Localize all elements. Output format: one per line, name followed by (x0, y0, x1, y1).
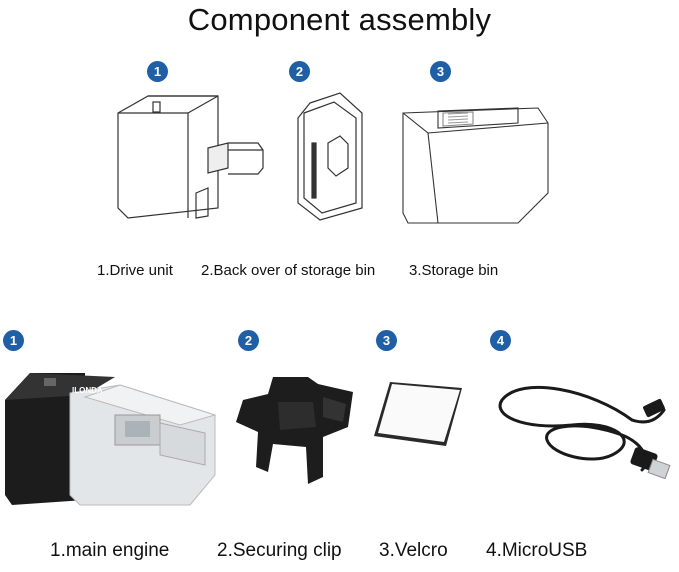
back-cover-drawing (297, 92, 363, 221)
caption-drive-unit: 1.Drive unit (97, 262, 173, 279)
drive-unit-drawing (117, 95, 264, 219)
caption-microusb: 4.MicroUSB (486, 540, 588, 561)
storage-bin-drawing (402, 107, 549, 224)
caption-storage-bin: 3.Storage bin (409, 262, 499, 279)
main-engine-photo: ILONDA (5, 373, 217, 506)
caption-securing-clip: 2.Securing clip (217, 540, 342, 561)
item-marker-2: 2 (238, 330, 259, 351)
item-marker-1: 1 (3, 330, 24, 351)
page-title: Component assembly (187, 2, 492, 37)
caption-back-cover: 2.Back over of storage bin (201, 262, 376, 279)
step-marker-2: 2 (289, 61, 310, 82)
item-marker-4: 4 (490, 330, 511, 351)
caption-velcro: 3.Velcro (379, 540, 448, 561)
step-marker-1: 1 (147, 61, 168, 82)
step-marker-3: 3 (430, 61, 451, 82)
caption-main-engine: 1.main engine (50, 540, 170, 561)
microusb-cable-photo (498, 385, 671, 480)
securing-clip-photo (236, 377, 353, 484)
velcro-photo (374, 382, 462, 446)
item-marker-3: 3 (376, 330, 397, 351)
svg-text:ILONDA: ILONDA (72, 386, 103, 395)
